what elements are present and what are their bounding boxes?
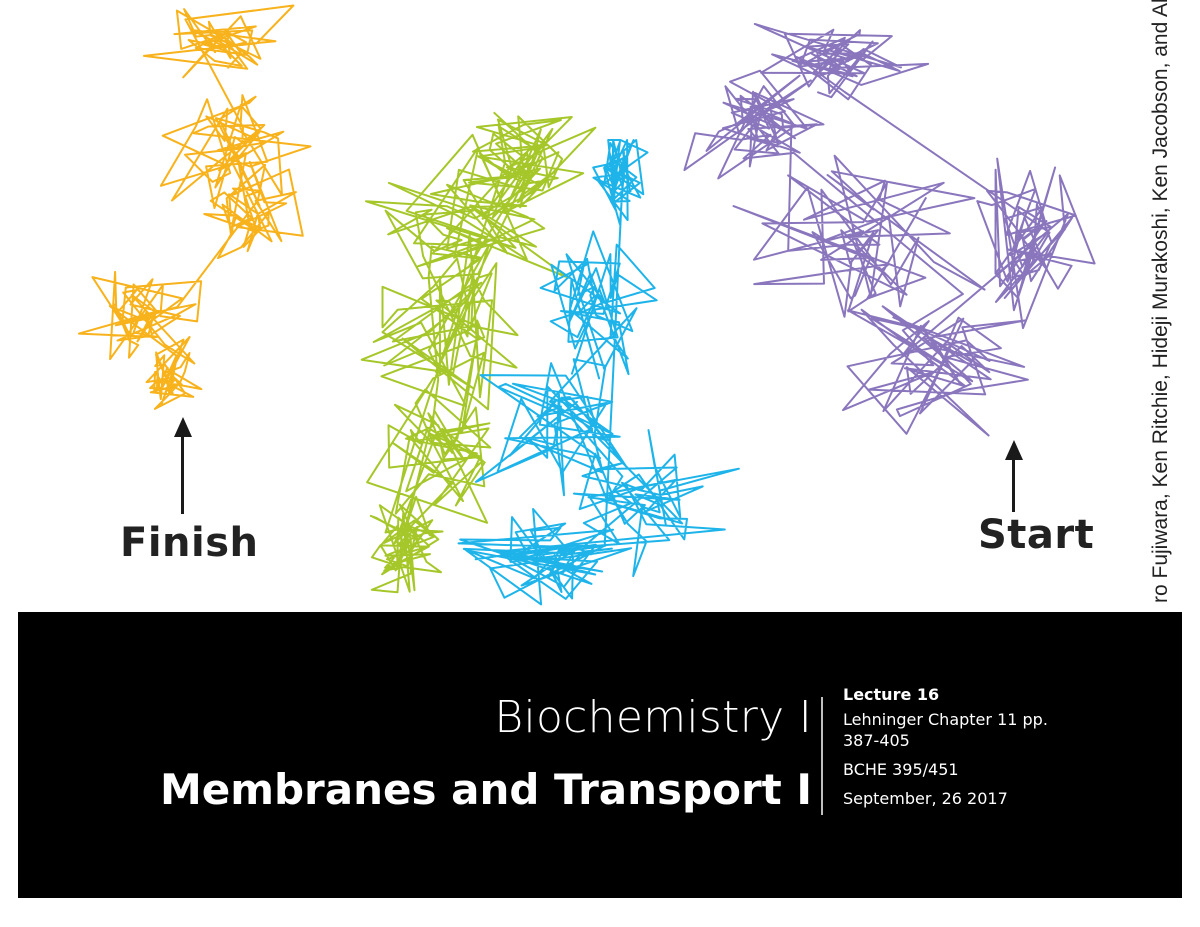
lecture-date: September, 26 2017 [843, 789, 1008, 808]
purple-trajectory [683, 23, 1096, 437]
green-trajectory [360, 111, 597, 594]
finish-label: Finish [120, 520, 259, 566]
start-arrow-head-icon [1005, 440, 1023, 460]
trajectory-path [457, 139, 740, 606]
trajectory-path [360, 111, 597, 594]
lecture-info: Lecture 16 Lehninger Chapter 11 pp. 387-… [843, 684, 1083, 809]
blue-trajectory [457, 139, 740, 606]
orange-trajectory [78, 4, 312, 410]
course-code: BCHE 395/451 [843, 760, 959, 779]
course-title: Biochemistry I [494, 692, 812, 743]
title-divider [821, 697, 823, 815]
lecture-number: Lecture 16 [843, 685, 940, 704]
start-arrow-shaft [1012, 457, 1015, 512]
figure-credit: ro Fujiwara, Ken Ritchie, Hideji Murakos… [1149, 0, 1172, 603]
reading-assignment: Lehninger Chapter 11 pp. 387-405 [843, 710, 1048, 750]
lecture-title: Membranes and Transport I [159, 765, 812, 814]
trajectory-path [683, 23, 1096, 437]
diffusion-trajectory-figure [78, 4, 1096, 606]
finish-arrow-shaft [181, 434, 184, 514]
finish-arrow-head-icon [174, 417, 192, 437]
title-band [18, 612, 1182, 898]
start-label: Start [978, 512, 1095, 558]
trajectory-path [78, 4, 312, 410]
